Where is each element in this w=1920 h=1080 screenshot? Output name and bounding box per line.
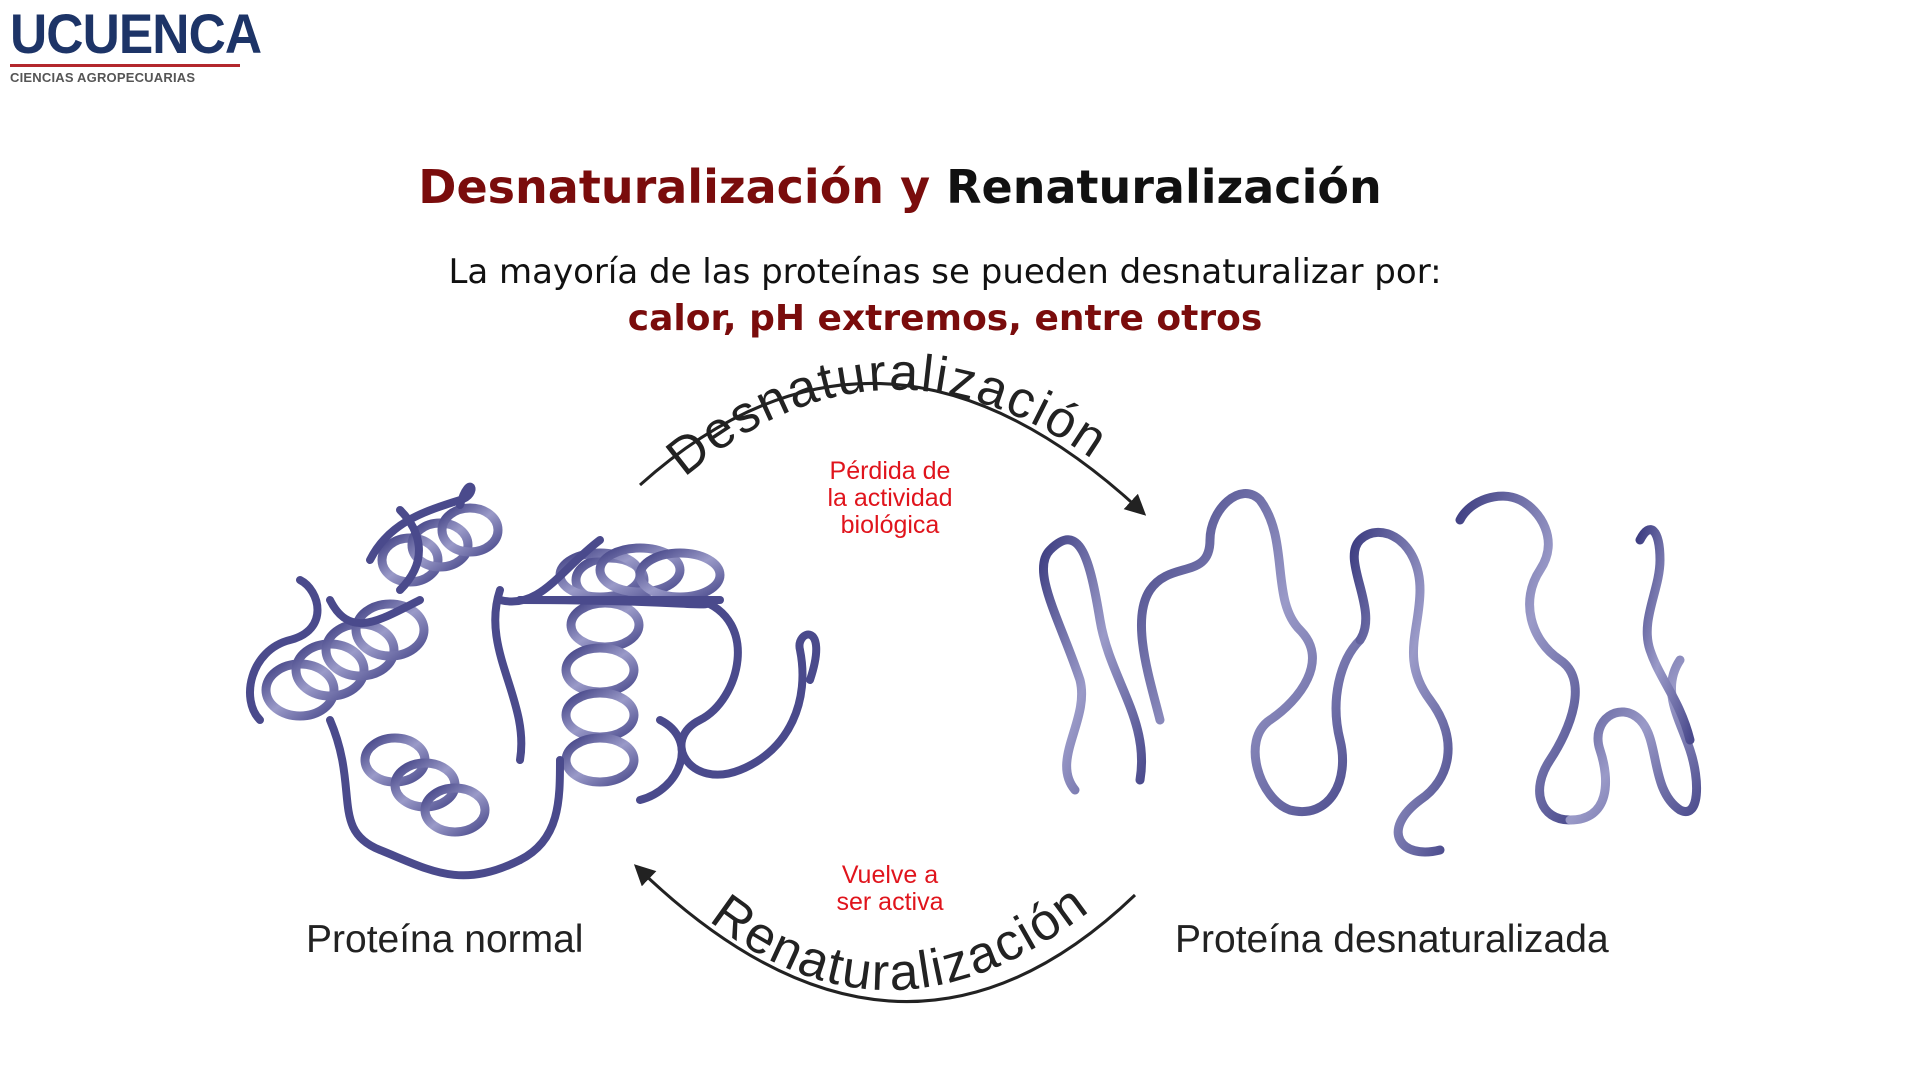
logo-subtitle: CIENCIAS AGROPECUARIAS — [10, 70, 196, 85]
intro-text: La mayoría de las proteínas se pueden de… — [448, 252, 1442, 292]
note-activity-loss: Pérdida de la actividad biológica — [827, 457, 953, 539]
folded-protein-illustration — [246, 482, 821, 880]
causes-text: calor, pH extremos, entre otros — [627, 298, 1263, 339]
title-conj: y — [900, 160, 931, 214]
title-part2: Renaturalización — [946, 160, 1382, 214]
logo-underline — [10, 64, 240, 67]
slide-title: Desnaturalización y Renaturalización — [0, 160, 1800, 214]
note-reactivation: Vuelve a ser activa — [836, 861, 944, 916]
caption-normal-protein: Proteína normal — [306, 918, 584, 961]
renaturation-arrow — [633, 864, 1137, 1004]
university-logo: UCUENCA CIENCIAS AGROPECUARIAS — [10, 4, 262, 85]
denaturation-arrow — [638, 381, 1147, 516]
caption-denatured-protein: Proteína desnaturalizada — [1175, 918, 1609, 961]
denatured-protein-illustration — [1038, 489, 1702, 857]
title-part1: Desnaturalización — [418, 160, 885, 214]
logo-title: UCUENCA — [10, 2, 262, 65]
